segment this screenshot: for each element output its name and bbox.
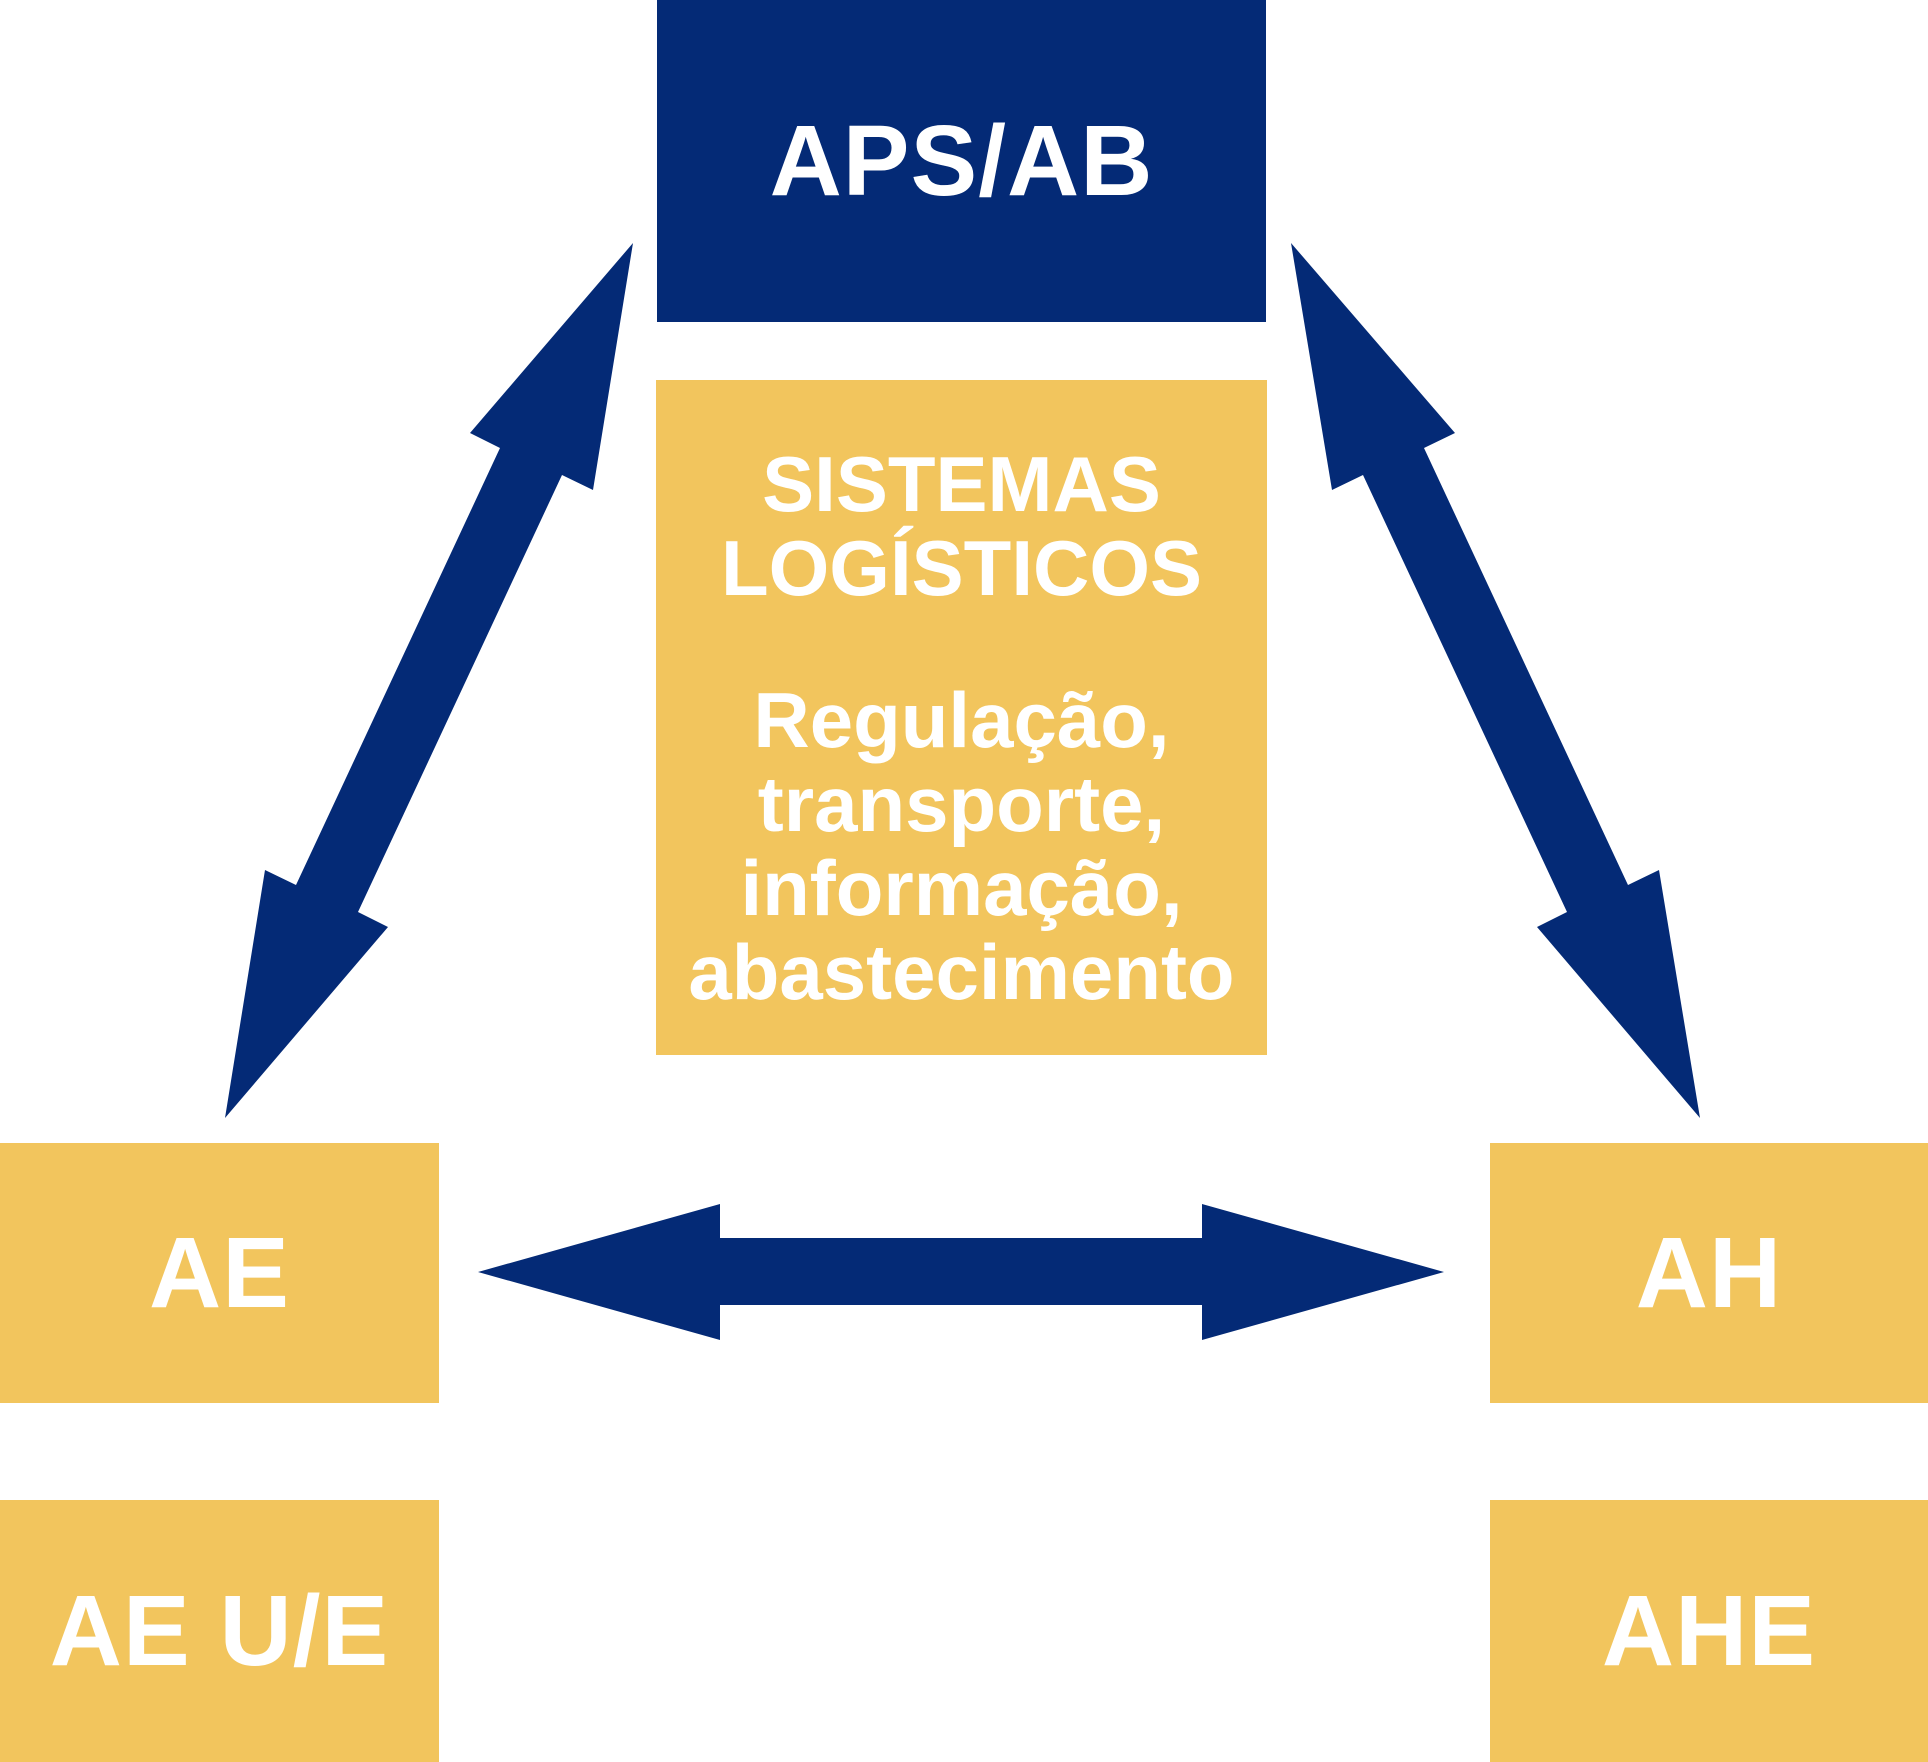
node-ahe-label: AHE bbox=[1601, 1574, 1817, 1687]
center-subtitle: Regulação, transporte, informação, abast… bbox=[688, 678, 1234, 1014]
center-sub-line1: Regulação, bbox=[753, 676, 1170, 764]
center-sub-line2: transporte, bbox=[757, 760, 1166, 848]
node-sistemas-logisticos: SISTEMAS LOGÍSTICOS Regulação, transport… bbox=[656, 380, 1267, 1055]
node-ahe: AHE bbox=[1490, 1500, 1928, 1762]
center-sub-line4: abastecimento bbox=[688, 928, 1235, 1016]
arrow-ae-ah bbox=[478, 1204, 1444, 1340]
node-ah-label: AH bbox=[1635, 1216, 1783, 1329]
center-title-line2: LOGÍSTICOS bbox=[720, 524, 1203, 612]
node-aps-ab-label: APS/AB bbox=[769, 104, 1154, 217]
node-ae: AE bbox=[0, 1143, 439, 1403]
center-title-line1: SISTEMAS bbox=[762, 440, 1161, 528]
arrow-aps-ae bbox=[225, 243, 633, 1118]
arrow-aps-ah bbox=[1291, 243, 1700, 1118]
node-ae-ue-label: AE U/E bbox=[49, 1574, 390, 1687]
center-title: SISTEMAS LOGÍSTICOS bbox=[721, 442, 1202, 610]
node-ah: AH bbox=[1490, 1143, 1928, 1403]
node-ae-ue: AE U/E bbox=[0, 1500, 439, 1762]
center-sub-line3: informação, bbox=[740, 844, 1183, 932]
node-ae-label: AE bbox=[149, 1216, 290, 1329]
node-aps-ab: APS/AB bbox=[657, 0, 1266, 322]
